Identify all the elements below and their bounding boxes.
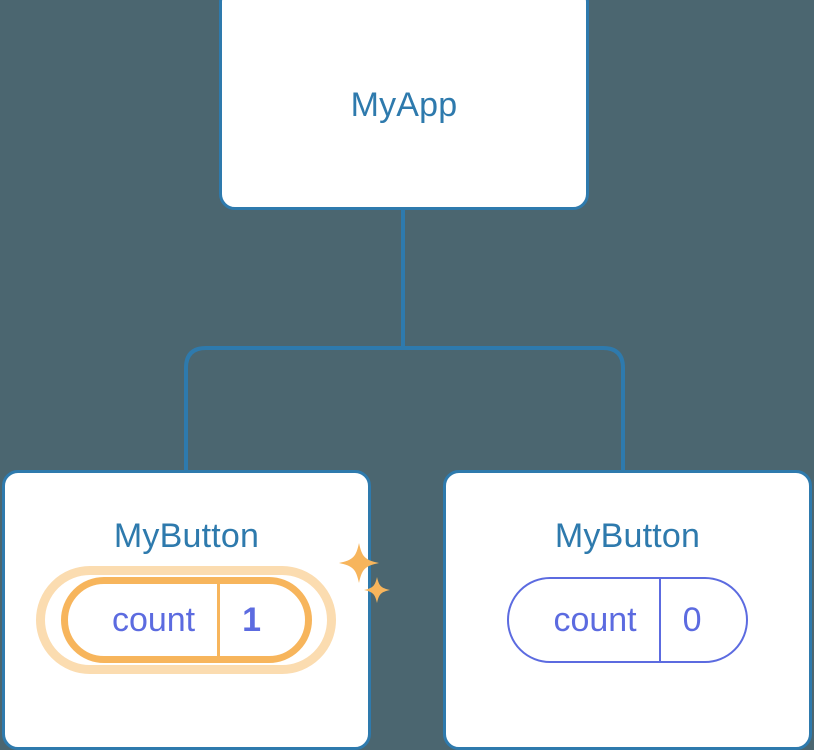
node-mybutton-0[interactable]: MyButton count 1 (2, 470, 390, 750)
sparkle-large-icon (338, 543, 379, 583)
state-pill-0[interactable]: count 1 (60, 577, 313, 663)
node-myapp-title: MyApp (350, 86, 458, 124)
highlight-glow-ring-0 (36, 566, 337, 674)
sparkle-small-icon (363, 577, 390, 603)
state-pill-wrap-1: count 0 (507, 577, 748, 663)
state-value-1: 0 (658, 579, 746, 661)
sparkle-group-0 (333, 541, 397, 611)
node-mybutton-0-title: MyButton (113, 517, 260, 555)
state-pill-1[interactable]: count 0 (507, 577, 748, 663)
state-value-0: 1 (217, 584, 305, 656)
node-mybutton-1-title: MyButton (554, 517, 701, 555)
node-mybutton-1[interactable]: MyButton count 0 (443, 470, 812, 750)
state-pill-wrap-0: count 1 (36, 543, 390, 674)
connector-branch-bar (184, 346, 625, 474)
state-key-1: count (553, 601, 637, 639)
state-key-0: count (111, 601, 196, 639)
node-myapp[interactable]: MyApp (219, 0, 589, 210)
